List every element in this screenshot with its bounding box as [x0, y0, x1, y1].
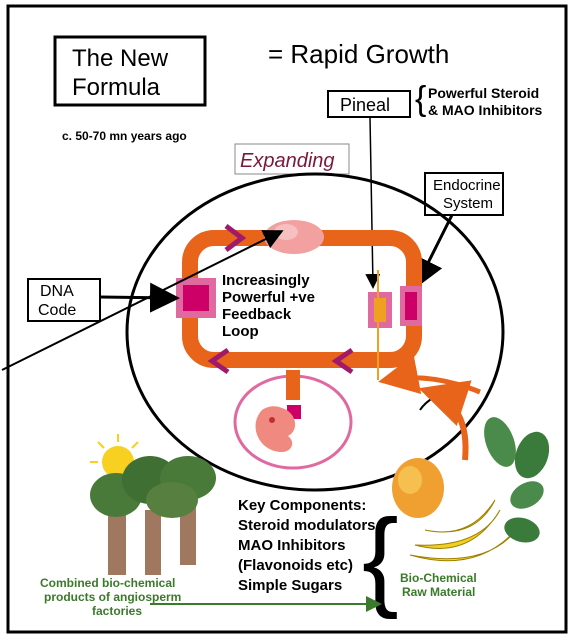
- title-line1: The New: [72, 45, 169, 72]
- factories-line3: factories: [92, 604, 142, 618]
- loop-label-line1: Increasingly: [222, 272, 310, 289]
- raw-material-line1: Bio-Chemical: [400, 571, 477, 585]
- rapid-growth-text: = Rapid Growth: [268, 39, 449, 69]
- raw-material-arrow-1: [430, 392, 466, 460]
- loop-label-line2: Powerful +ve: [222, 289, 315, 306]
- factories-line1: Combined bio-chemical: [40, 576, 175, 590]
- pineal-label: Pineal: [340, 95, 390, 115]
- dna-line1: DNA: [40, 283, 74, 300]
- raw-material-line2: Raw Material: [402, 585, 475, 599]
- embryo-eye: [269, 417, 275, 423]
- key-components-line3: MAO Inhibitors: [238, 537, 346, 554]
- endocrine-arrow: [418, 215, 452, 283]
- pineal-marker-inner: [374, 298, 386, 322]
- dna-arrow: [100, 297, 174, 298]
- date-text: c. 50-70 mn years ago: [62, 129, 187, 143]
- key-components-line1: Key Components:: [238, 497, 366, 514]
- leaf-icon: [478, 413, 555, 546]
- umbilical-link: [286, 370, 300, 400]
- dna-line2: Code: [38, 302, 76, 319]
- key-components-brace: {: [362, 497, 399, 620]
- endocrine-line1: Endocrine: [433, 177, 501, 194]
- dna-marker-inner: [183, 285, 209, 311]
- pineal-note-line2: & MAO Inhibitors: [428, 102, 543, 118]
- loop-label-line4: Loop: [222, 323, 259, 340]
- key-components-line5: Simple Sugars: [238, 577, 342, 594]
- loop-label-line3: Feedback: [222, 306, 292, 323]
- endocrine-marker-inner: [405, 292, 417, 320]
- raw-material-arrow-2: [388, 378, 480, 392]
- tree-icon: [90, 456, 216, 575]
- endocrine-line2: System: [443, 195, 493, 212]
- expanding-label: Expanding: [240, 150, 335, 172]
- brain-highlight: [274, 224, 298, 240]
- pineal-note-line1: Powerful Steroid: [428, 85, 539, 101]
- factories-line2: products of angiosperm: [44, 590, 181, 604]
- key-components-line4: (Flavonoids etc): [238, 557, 353, 574]
- pineal-brace: {: [415, 80, 426, 118]
- title-line2: Formula: [72, 74, 161, 101]
- key-components-line2: Steroid modulators: [238, 517, 376, 534]
- pineal-arrow: [370, 117, 373, 286]
- fruit-icon: [392, 458, 520, 561]
